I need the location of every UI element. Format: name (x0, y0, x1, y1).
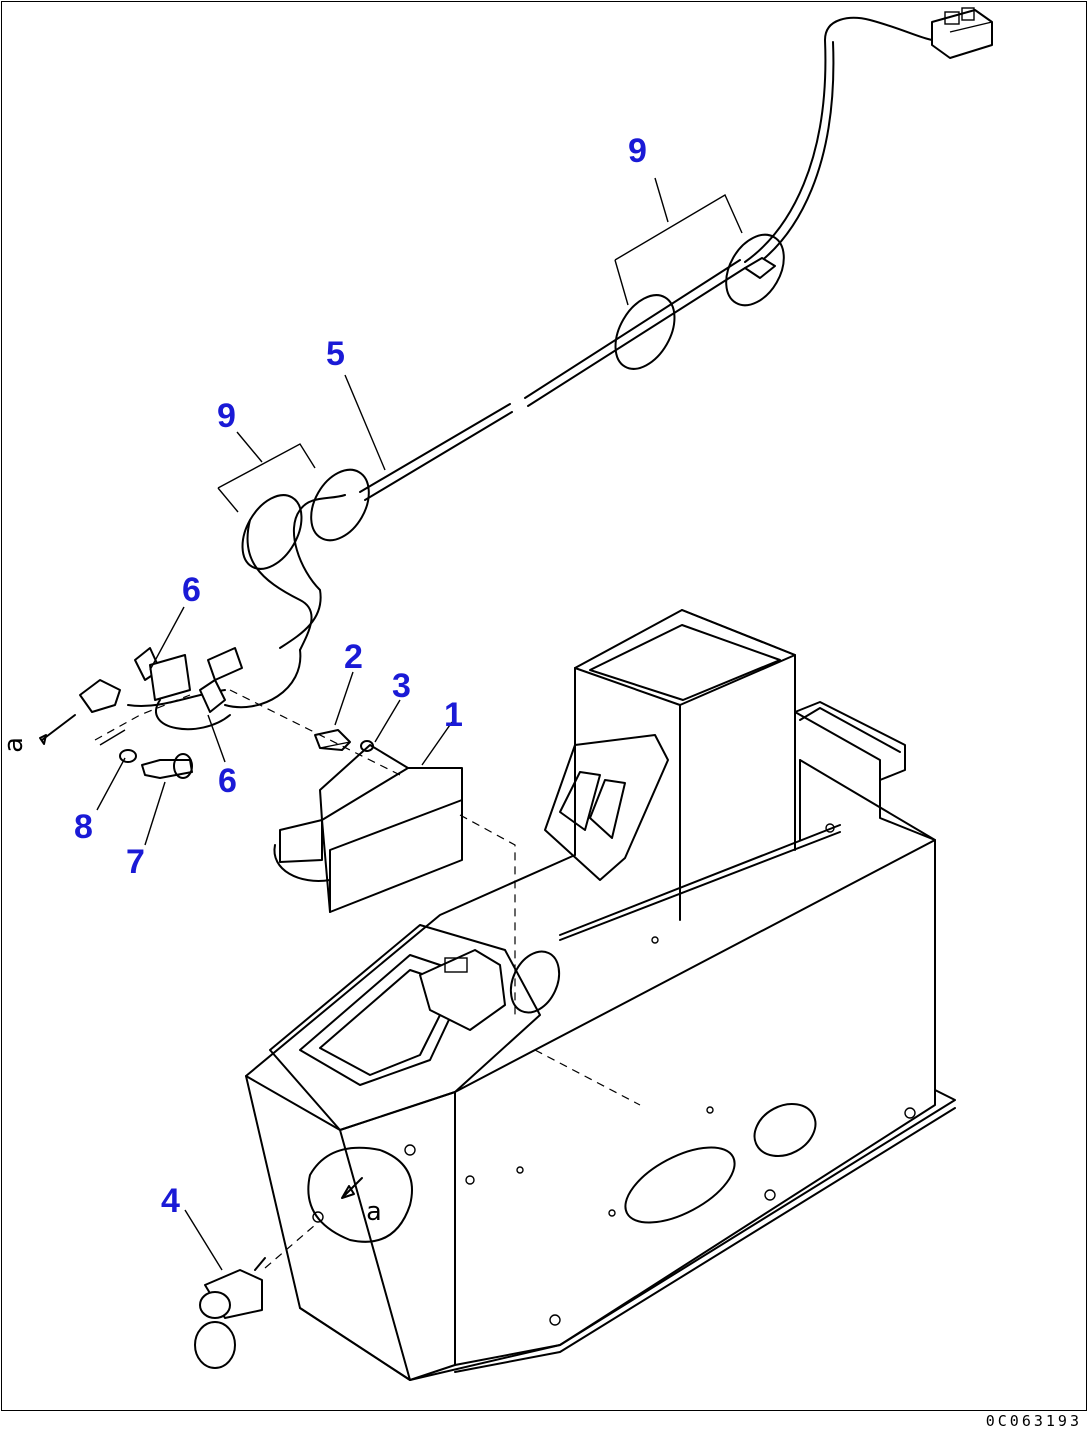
callout-4: 4 (161, 1182, 180, 1220)
fasteners (119, 729, 374, 779)
module-unit (273, 744, 463, 913)
callout-2: 2 (344, 638, 363, 676)
cable-ties (241, 233, 785, 570)
callout-6-upper: 6 (182, 571, 201, 609)
callout-9-upper: 9 (628, 132, 647, 170)
wire-harness (127, 7, 993, 731)
console-box (245, 609, 956, 1381)
callout-5: 5 (326, 335, 345, 373)
socket-part (194, 1224, 316, 1369)
callout-1: 1 (444, 696, 463, 734)
callout-6-lower: 6 (218, 762, 237, 800)
callout-3: 3 (392, 667, 411, 705)
callout-labels: 9 5 9 6 2 3 1 6 8 7 4 (74, 132, 647, 1220)
callout-7: 7 (126, 843, 145, 881)
view-marker-a-socket: a (366, 1197, 382, 1227)
terminals (39, 647, 243, 745)
callout-leaders (96, 177, 743, 1271)
assembly-leaders (94, 689, 641, 1106)
view-marker-a-left: a (0, 737, 29, 753)
callout-8: 8 (74, 808, 93, 846)
view-markers: a a (0, 737, 382, 1227)
drawing-id-label: 0C063193 (985, 1412, 1082, 1430)
callout-9-left: 9 (217, 397, 236, 435)
